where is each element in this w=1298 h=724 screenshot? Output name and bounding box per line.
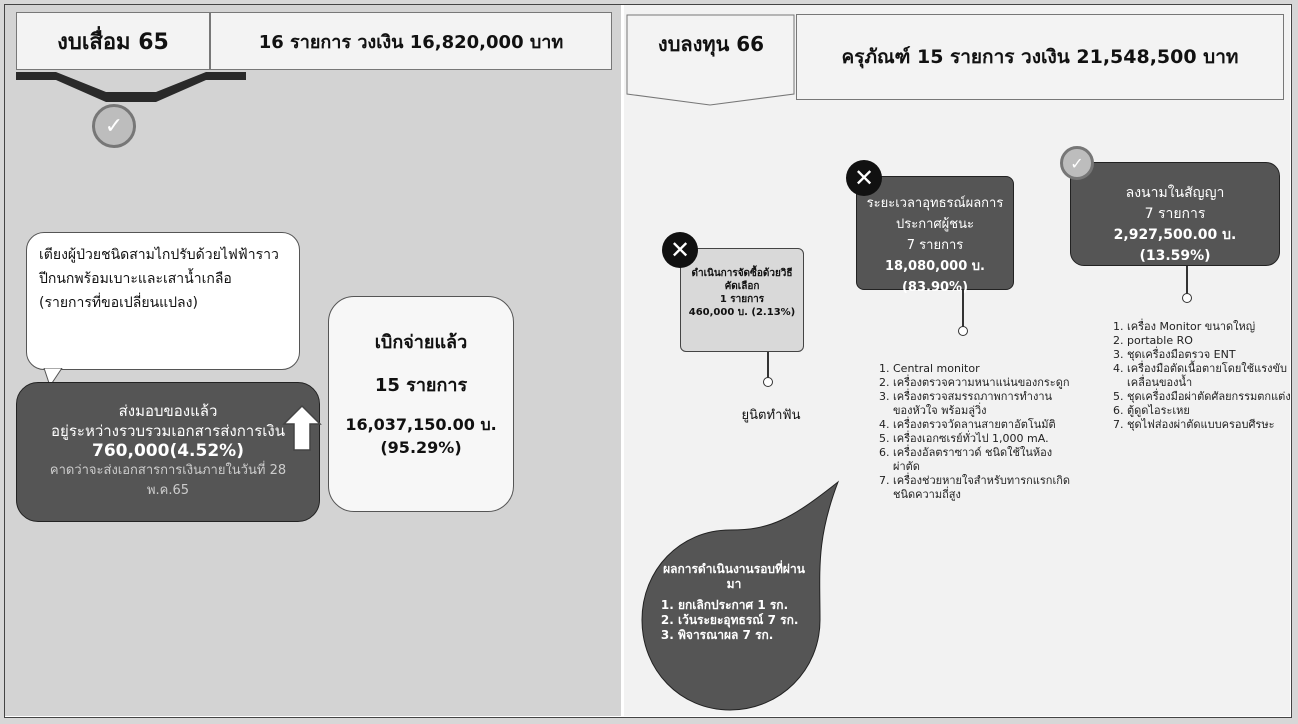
list-item: เครื่องอัลตราซาวด์ ชนิดใช้ในห้องผ่าตัด <box>893 446 1071 474</box>
list-item: ชุดเครื่องมือผ่าตัดศัลยกรรมตกแต่ง <box>1127 390 1298 404</box>
list-item: เว้นระยะอุทธรณ์ 7 รก. <box>678 613 808 628</box>
results-list: ยกเลิกประกาศ 1 รก. เว้นระยะอุทธรณ์ 7 รก.… <box>660 598 808 643</box>
budget-label-66: งบลงทุน 66 <box>657 32 765 56</box>
disbursed-title: เบิกจ่ายแล้ว <box>374 332 468 353</box>
budget-summary-65: 16 รายการ วงเงิน 16,820,000 บาท <box>210 12 612 70</box>
list-item: เครื่องตรวจสมรรถภาพการทำงานของหัวใจ พร้อ… <box>893 390 1071 418</box>
dental-unit-caption: ยูนิตทำฟัน <box>741 408 801 423</box>
pin-line <box>962 290 964 328</box>
results-teardrop <box>641 480 840 711</box>
contract-items-list: เครื่อง Monitor ขนาดใหญ่ portable RO ชุด… <box>1112 320 1298 432</box>
pin-head <box>763 377 773 387</box>
delivered-note: คาดว่าจะส่งเอกสารการเงินภายในวันที่ 28 พ… <box>49 463 287 498</box>
appeal-period-box: ระยะเวลาอุทธรณ์ผลการประกาศผู้ชนะ 7 รายกา… <box>856 176 1014 295</box>
check-icon: ✓ <box>92 104 136 148</box>
panel-divider <box>621 5 624 716</box>
list-item: portable RO <box>1127 334 1298 348</box>
list-item: ชุดไฟส่องผ่าตัดแบบครอบศีรษะ <box>1127 418 1298 432</box>
budget-label-66-shape <box>626 14 795 106</box>
pin-line <box>767 352 769 378</box>
ribbon-decoration <box>16 72 246 102</box>
delivered-substatus: อยู่ระหว่างรวบรวมเอกสารส่งการเงิน <box>51 422 285 440</box>
list-item: ยกเลิกประกาศ 1 รก. <box>678 598 808 613</box>
contract-signed-box: ลงนามในสัญญา 7 รายการ 2,927,500.00 บ. (1… <box>1070 162 1280 266</box>
list-item: ชุดเครื่องมือตรวจ ENT <box>1127 348 1298 362</box>
disbursed-amount: 16,037,150.00 บ. <box>345 415 497 434</box>
list-item: เครื่อง Monitor ขนาดใหญ่ <box>1127 320 1298 334</box>
results-title: ผลการดำเนินงานรอบที่ผ่านมา <box>663 562 805 591</box>
list-item: เครื่องตรวจวัดลานสายตาอัตโนมัติ <box>893 418 1071 432</box>
list-item: เครื่องมือตัดเนื้อตายโดยใช้แรงขับเคลื่อน… <box>1127 362 1298 390</box>
list-item: เครื่องตรวจความหนาแน่นของกระดูก <box>893 376 1071 390</box>
delivered-box: ส่งมอบของแล้ว อยู่ระหว่างรวบรวมเอกสารส่ง… <box>16 382 320 522</box>
x-icon: ✕ <box>662 232 698 268</box>
list-item: เครื่องเอกซเรย์ทั่วไป 1,000 mA. <box>893 432 1071 446</box>
pin-head <box>1182 293 1192 303</box>
arrow-up-icon <box>282 404 322 451</box>
delivered-status: ส่งมอบของแล้ว <box>118 402 218 420</box>
selection-process-box: ดำเนินการจัดซื้อด้วยวิธีคัดเลือก 1 รายกา… <box>680 248 804 352</box>
list-item: ตู้ดูดไอระเหย <box>1127 404 1298 418</box>
list-item: เครื่องช่วยหายใจสำหรับทารกแรกเกิดชนิดควา… <box>893 474 1071 502</box>
bubble-tail <box>43 368 63 388</box>
check-icon: ✓ <box>1060 146 1094 180</box>
budget-label-65: งบเสื่อม 65 <box>16 12 210 70</box>
delivered-amount: 760,000(4.52%) <box>92 441 244 461</box>
results-text: ผลการดำเนินงานรอบที่ผ่านมา ยกเลิกประกาศ … <box>660 562 808 643</box>
disbursed-count: 15 รายการ <box>374 375 468 396</box>
pin-head <box>958 326 968 336</box>
list-item: Central monitor <box>893 362 1071 376</box>
disbursed-box: เบิกจ่ายแล้ว 15 รายการ 16,037,150.00 บ. … <box>328 296 514 512</box>
x-icon: ✕ <box>846 160 882 196</box>
request-note-bubble: เตียงผู้ป่วยชนิดสามไกปรับด้วยไฟฟ้าราวปีก… <box>26 232 300 370</box>
list-item: พิจารณาผล 7 รก. <box>678 628 808 643</box>
appeal-items-list: Central monitor เครื่องตรวจความหนาแน่นขอ… <box>878 362 1071 502</box>
disbursed-percent: (95.29%) <box>380 438 462 457</box>
pin-line <box>1186 266 1188 294</box>
budget-summary-66: ครุภัณฑ์ 15 รายการ วงเงิน 21,548,500 บาท <box>796 14 1284 100</box>
